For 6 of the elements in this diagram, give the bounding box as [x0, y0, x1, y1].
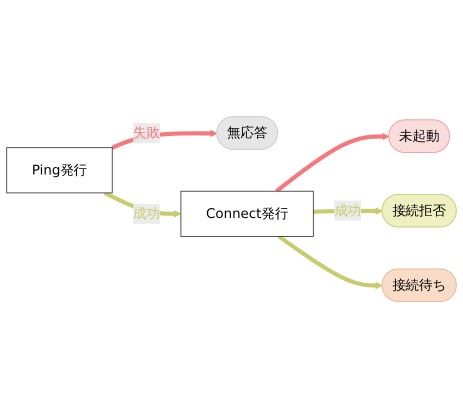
- node-box: Ping発行: [6, 148, 113, 194]
- arrow: [278, 235, 383, 290]
- edge-label: 成功: [334, 202, 362, 219]
- edge-label: 成功: [133, 206, 160, 222]
- edge-label: 失敗: [133, 125, 160, 141]
- node-box: Connect発行: [180, 191, 314, 238]
